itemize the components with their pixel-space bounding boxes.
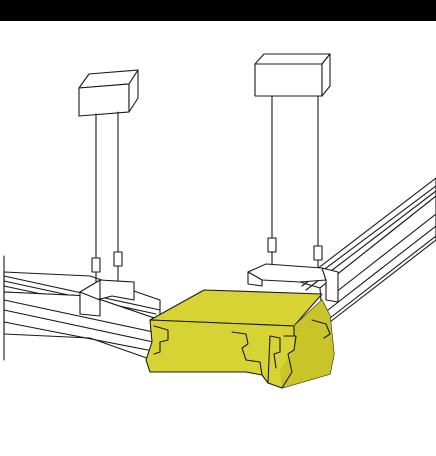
left-rail-profile: [3, 255, 161, 363]
right-mounting-bracket: [247, 263, 339, 303]
left-mounting-bracket: [79, 279, 135, 317]
top-black-bar: [0, 0, 436, 21]
left-suspension-box: [78, 69, 139, 117]
left-suspension-cables: [91, 111, 123, 289]
right-rail-profile: [299, 177, 436, 323]
corner-connector: [145, 289, 335, 389]
right-suspension-cables: [267, 95, 323, 277]
right-suspension-box: [254, 53, 331, 97]
